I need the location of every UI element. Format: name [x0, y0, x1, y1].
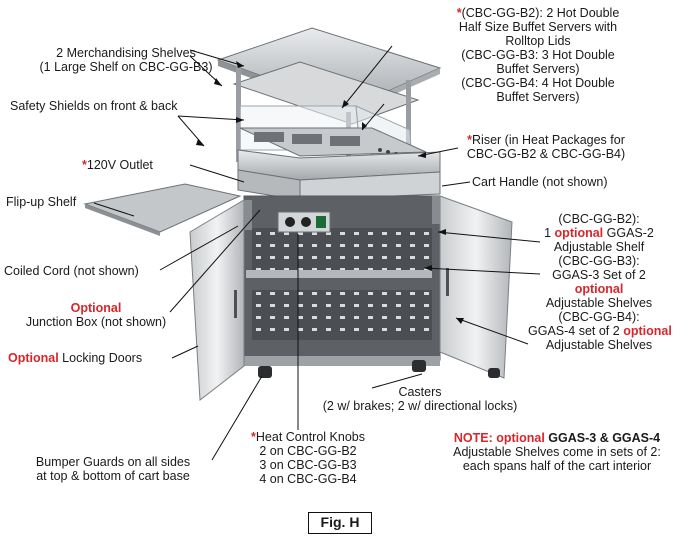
casters	[258, 360, 500, 378]
label-text: GGAS-4 set of 2	[528, 324, 624, 338]
label-line: at top & bottom of cart base	[36, 469, 190, 483]
label-casters: Casters (2 w/ brakes; 2 w/ directional l…	[300, 385, 540, 413]
model-b2: (CBC-GG-B2):	[558, 212, 640, 226]
label-text: 1	[544, 226, 555, 240]
label-line: 2 Merchandising Shelves	[56, 46, 196, 60]
label-merchandising-shelves: 2 Merchandising Shelves (1 Large Shelf o…	[26, 46, 226, 74]
asterisk: *	[456, 6, 462, 20]
label-line: Heat Control Knobs	[255, 430, 365, 444]
label-line: Riser (in Heat Packages for	[472, 133, 625, 147]
heat-control-panel	[277, 211, 331, 233]
label-line: Adjustable Shelf	[553, 240, 645, 254]
label-line: Rolltop Lids	[505, 34, 571, 48]
label-line: Adjustable Shelves	[545, 338, 653, 352]
label-line: Junction Box (not shown)	[25, 315, 167, 329]
optional-tag: Optional	[70, 301, 122, 315]
optional-tag: Optional	[8, 351, 59, 365]
label-heat-control-knobs: *Heat Control Knobs 2 on CBC-GG-B2 3 on …	[238, 430, 378, 486]
figure-label: Fig. H	[308, 512, 372, 534]
label-riser: *Riser (in Heat Packages for CBC-GG-B2 &…	[446, 133, 646, 161]
label-line: 3 on CBC-GG-B3	[259, 458, 357, 472]
note-prefix: NOTE: optional	[453, 431, 545, 445]
label-line: GGAS-3 Set of 2	[552, 268, 646, 282]
label-line: CBC-GG-B2 & CBC-GG-B4)	[466, 147, 626, 161]
label-line: (CBC-GG-B3: 3 Hot Double	[461, 48, 615, 62]
optional-tag: optional	[574, 282, 624, 296]
note-models: GGAS-3 & GGAS-4	[544, 431, 661, 445]
label-line: (CBC-GG-B4: 4 Hot Double	[461, 76, 615, 90]
label-line: Buffet Servers)	[496, 90, 580, 104]
label-line: Adjustable Shelves come in sets of 2:	[453, 445, 661, 459]
label-flip-up-shelf: Flip-up Shelf	[6, 195, 76, 209]
label-line: Buffet Servers)	[496, 62, 580, 76]
label-buffet-servers: *(CBC-GG-B2): 2 Hot Double Half Size Buf…	[438, 6, 638, 104]
asterisk: *	[82, 158, 87, 172]
asterisk: *	[467, 133, 473, 147]
label-outlet: *120V Outlet	[82, 158, 153, 172]
label-safety-shields: Safety Shields on front & back	[10, 99, 177, 113]
model-b3: (CBC-GG-B3):	[558, 254, 640, 268]
label-line: 4 on CBC-GG-B4	[259, 472, 357, 486]
label-line: Bumper Guards on all sides	[35, 455, 191, 469]
label-line: Adjustable Shelves	[545, 296, 653, 310]
label-line: 2 on CBC-GG-B2	[259, 444, 357, 458]
label-text: 120V Outlet	[86, 158, 153, 172]
flip-up-shelf	[83, 183, 242, 236]
label-line: Casters	[398, 385, 442, 399]
label-text: Cart Handle (not shown)	[472, 175, 608, 189]
label-text: GGAS-2	[603, 226, 654, 240]
right-door	[439, 195, 513, 379]
cart-cabinet	[243, 195, 441, 366]
label-locking-doors: Optional Locking Doors	[8, 351, 142, 365]
label-line: (2 w/ brakes; 2 w/ directional locks)	[322, 399, 518, 413]
leader-lines	[93, 45, 541, 461]
label-text: Coiled Cord (not shown)	[4, 264, 139, 278]
model-b4: (CBC-GG-B4):	[558, 310, 640, 324]
label-bumper-guards: Bumper Guards on all sides at top & bott…	[4, 455, 222, 483]
label-line: (1 Large Shelf on CBC-GG-B3)	[39, 60, 213, 74]
note-block: NOTE: optional GGAS-3 & GGAS-4 Adjustabl…	[432, 431, 682, 473]
asterisk: *	[251, 430, 256, 444]
label-text: Safety Shields on front & back	[10, 99, 178, 113]
label-coiled-cord: Coiled Cord (not shown)	[4, 264, 139, 278]
optional-tag: optional	[623, 324, 672, 338]
cart-top-body	[237, 149, 441, 201]
label-text: Locking Doors	[58, 351, 143, 365]
left-door	[189, 199, 245, 401]
label-line: Half Size Buffet Servers with	[458, 20, 618, 34]
label-line: (CBC-GG-B2): 2 Hot Double	[461, 6, 620, 20]
label-text: Flip-up Shelf	[6, 195, 77, 209]
optional-tag: optional	[554, 226, 604, 240]
label-line: each spans half of the cart interior	[462, 459, 652, 473]
label-junction-box: Optional Junction Box (not shown)	[10, 301, 182, 329]
label-adjustable-shelves: (CBC-GG-B2): 1 optional GGAS-2 Adjustabl…	[528, 212, 672, 352]
label-cart-handle: Cart Handle (not shown)	[472, 175, 607, 189]
